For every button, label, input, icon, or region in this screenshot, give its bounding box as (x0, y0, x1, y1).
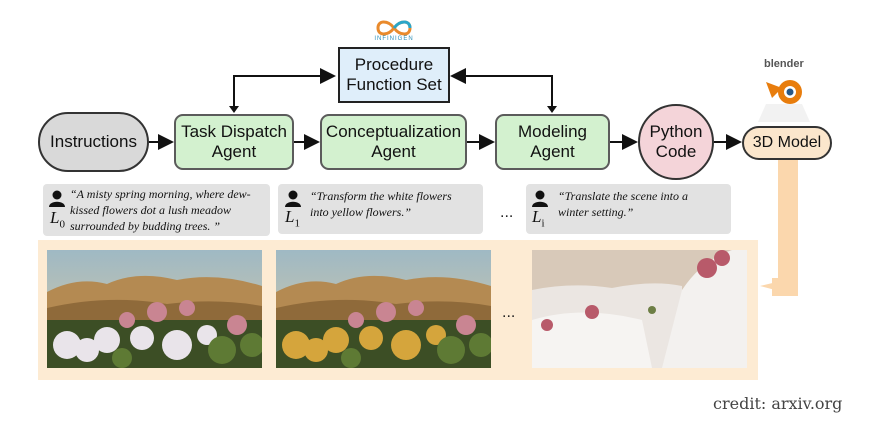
arrow-dispatch-procedure (233, 68, 336, 110)
task-dispatch-agent: Task Dispatch Agent (174, 114, 294, 170)
instruction-card-1 (278, 184, 483, 234)
instruction-label-1: L1 (285, 207, 300, 230)
instruction-card-0 (43, 184, 270, 236)
instruction-text-2: “Translate the scene into a winter setti… (558, 189, 688, 220)
scene-image-winter (532, 250, 747, 368)
output-flow-horizontal (772, 278, 798, 296)
user-icon (49, 190, 65, 207)
credit-text: credit: arxiv.org (713, 394, 843, 413)
blender-logo-text: blender (764, 58, 804, 70)
infinigen-logo-text: INFINIGEN (374, 36, 414, 42)
instruction-label-0: L0 (50, 208, 65, 231)
instruction-ellipsis: ... (500, 204, 514, 221)
instruction-label-2: Li (532, 207, 545, 230)
user-icon (285, 190, 301, 207)
scene-ellipsis: ... (502, 304, 516, 321)
infinigen-logo: INFINIGEN (364, 20, 424, 50)
user-icon (532, 190, 548, 207)
modeling-agent: Modeling Agent (495, 114, 610, 170)
blender-logo: blender (752, 58, 816, 122)
3d-model-node: 3D Model (742, 126, 832, 160)
scene-image-spring-yellow (276, 250, 491, 368)
scene-image-spring-white (47, 250, 262, 368)
python-code-node: Python Code (638, 104, 714, 180)
instruction-text-1: “Transform the white flowers into yellow… (310, 189, 452, 220)
conceptualization-agent: Conceptualization Agent (320, 114, 467, 170)
arrow-modeling-procedure (450, 68, 553, 110)
output-flow-vertical (778, 158, 798, 296)
procedure-function-set: Procedure Function Set (338, 47, 450, 103)
instructions-node: Instructions (38, 112, 149, 172)
instruction-text-0: “A misty spring morning, where dew- kiss… (70, 187, 251, 234)
instruction-card-2 (526, 184, 731, 234)
